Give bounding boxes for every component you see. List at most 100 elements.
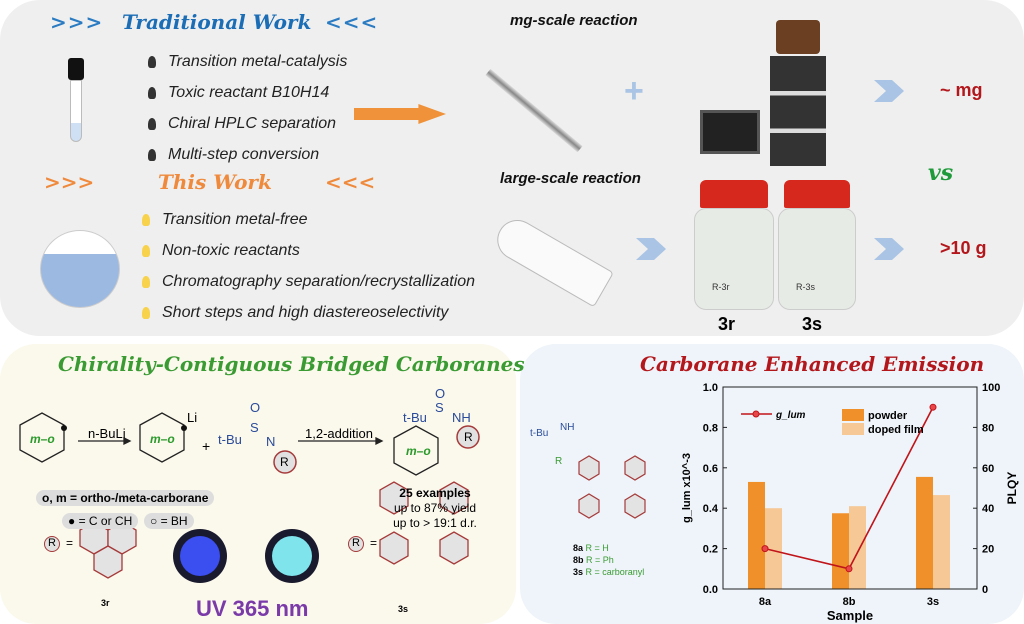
x-tick-label: 8a	[759, 596, 772, 608]
label-3s: 3s	[398, 604, 409, 614]
plot-frame	[722, 386, 978, 590]
list-item: Non-toxic reactants	[142, 235, 475, 266]
tube-body	[70, 80, 82, 142]
list-item-label: Chromatography separation/recrystallizat…	[162, 272, 476, 290]
y-right-tick-label: 80	[982, 422, 994, 434]
tpe-structure	[578, 455, 646, 519]
reagent-label: n-BuLi	[88, 426, 126, 441]
tpe-ring	[379, 531, 409, 565]
scope-summary: 25 examples up to 87% yield up to > 19:1…	[375, 486, 495, 531]
orange-arrow-icon	[354, 104, 446, 124]
legend-film-swatch	[842, 423, 864, 435]
dr-label: up to > 19:1 d.r.	[393, 516, 477, 530]
bottle-label-3s: R-3s	[796, 282, 816, 292]
o-label-product: O	[435, 386, 446, 401]
r-group-icon: R	[348, 536, 364, 552]
compound-id: 3s	[573, 567, 584, 577]
bulb-icon	[142, 244, 150, 257]
r-equals: =	[66, 536, 74, 550]
y-tick-label: 0.8	[703, 422, 718, 434]
y-tick-label: 0.6	[703, 463, 718, 475]
legend-powder-swatch	[842, 409, 864, 421]
chevron-right-icon	[636, 238, 666, 260]
bottle-3s	[778, 208, 856, 310]
list-item: Multi-step conversion	[148, 139, 347, 170]
o-label: O	[250, 400, 261, 415]
tpe-ring	[439, 531, 469, 565]
legend-film-label: doped film	[868, 424, 924, 436]
traditional-arrows-right: <<<	[325, 10, 379, 34]
legend-glum-label: g_lum	[775, 410, 806, 421]
tbu-label-8: t-Bu	[530, 428, 549, 439]
x-axis-label: Sample	[827, 608, 873, 623]
bottle-cap-3s	[784, 180, 850, 208]
bulb-icon	[148, 55, 156, 68]
pyrene-ring	[93, 545, 123, 579]
x-tick-label: 3s	[927, 596, 939, 608]
n-label: N	[266, 434, 276, 449]
list-item-label: Non-toxic reactants	[162, 241, 300, 259]
synthesis-panel	[0, 344, 516, 624]
bottle-caption-3s: 3s	[802, 314, 823, 334]
y-axis-label: g_lum x10^-3	[681, 453, 693, 523]
large-result: >10 g	[940, 238, 987, 258]
bar-powder	[916, 476, 933, 589]
yield-label: up to 87% yield	[393, 501, 477, 515]
emission-title: Carborane Enhanced Emission	[640, 352, 985, 376]
bulb-icon	[148, 117, 156, 130]
legend-glum-marker	[752, 410, 760, 418]
bar-doped-film	[933, 495, 950, 589]
list-item-label: Short steps and high diastereoselectivit…	[162, 303, 449, 321]
label-3r: 3r	[101, 598, 110, 608]
y-right-axis-label: PLQY	[1005, 472, 1019, 505]
r-label-8: R	[555, 456, 563, 467]
s-label: S	[250, 420, 259, 435]
synthesis-title: Chirality-Contiguous Bridged Carboranes	[58, 352, 525, 376]
this-work-arrows-right: <<<	[325, 170, 376, 194]
mg-result: ~ mg	[940, 80, 983, 100]
y-right-tick-label: 0	[982, 584, 988, 596]
list-item: Chiral HPLC separation	[148, 108, 347, 139]
bar-doped-film	[765, 508, 782, 589]
bar-doped-film	[849, 506, 866, 589]
list-item-label: Transition metal-free	[162, 210, 308, 228]
list-item-label: Chiral HPLC separation	[168, 114, 337, 132]
y-right-tick-label: 60	[982, 463, 994, 475]
c-legend: ● = C or CH	[62, 513, 139, 529]
compound-id: 8b	[573, 555, 584, 565]
bulb-icon	[142, 306, 150, 319]
y-tick-label: 0.0	[703, 584, 718, 596]
schlenk-tube-icon	[68, 58, 84, 80]
compound-r: R = Ph	[586, 555, 614, 565]
list-item-label: Transition metal-catalysis	[168, 52, 348, 70]
list-item: Toxic reactant B10H14	[148, 77, 347, 108]
plus-icon: +	[624, 72, 644, 110]
tpe-ring	[439, 481, 469, 515]
nh-label: NH	[452, 410, 471, 425]
traditional-arrows-left: >>>	[50, 10, 104, 34]
r-label-product: R	[464, 430, 473, 444]
hplc-instrument-icon	[770, 56, 826, 166]
y-tick-label: 1.0	[703, 382, 718, 394]
compound-list: 8a R = H 8b R = Ph 3s R = carboranyl	[573, 542, 644, 578]
compound-r: R = carboranyl	[585, 567, 645, 577]
legend-powder-label: powder	[868, 410, 908, 422]
tbu-label-product: t-Bu	[403, 410, 427, 425]
compound-r: R = H	[585, 543, 609, 553]
r-group-icon: R	[44, 536, 60, 552]
this-work-arrows-left: >>>	[44, 170, 95, 194]
solvent-bottles-icon	[776, 20, 820, 54]
bar-powder	[748, 481, 765, 589]
examples-count: 25 examples	[399, 486, 471, 500]
bulb-icon	[148, 86, 156, 99]
bulb-icon	[142, 275, 150, 288]
list-item-label: Multi-step conversion	[168, 145, 320, 163]
bottle-label-3r: R-3r	[712, 282, 730, 292]
bulb-icon	[142, 213, 150, 226]
bottle-3r	[694, 208, 774, 310]
s-label-product: S	[435, 400, 444, 415]
list-item-label: Toxic reactant B10H14	[168, 83, 330, 101]
step2-label: 1,2-addition	[305, 426, 373, 441]
chevron-right-icon	[874, 238, 904, 260]
